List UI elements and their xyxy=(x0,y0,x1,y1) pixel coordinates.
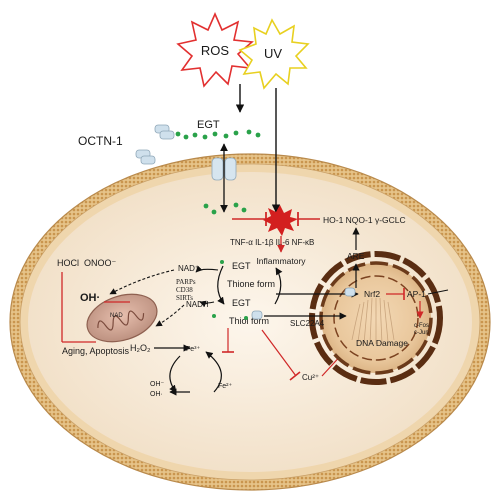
enzyme-sirts: SIRTs xyxy=(176,294,193,302)
onoo-label: ONOO⁻ xyxy=(84,258,117,268)
octn1-label: OCTN-1 xyxy=(78,134,123,148)
mito-cristae xyxy=(97,310,145,331)
egt-label: EGT xyxy=(197,119,220,131)
nuclear-envelope-outer xyxy=(309,251,443,385)
egt-form-dots xyxy=(212,260,248,320)
thione-egt-label: EGT xyxy=(232,261,251,271)
slc22a4-transporter-icon xyxy=(251,287,356,320)
cjun-label: c-Jun xyxy=(414,330,429,336)
ros-burst-icon xyxy=(176,12,254,88)
are-label: ARE xyxy=(347,251,365,261)
hocl-label: HOCl xyxy=(57,258,79,268)
nucleus xyxy=(309,251,443,385)
dna-damage-label: DNA Damage xyxy=(356,338,408,348)
fe-cycle-right xyxy=(205,351,222,393)
oh-minus-label: OH⁻ xyxy=(150,381,165,388)
nad-plus-label: NAD⁺ xyxy=(178,264,199,273)
thiol-form-label: Thiol form xyxy=(229,316,269,326)
thione-thiol-cycle xyxy=(217,265,225,305)
thiol-egt-label: EGT xyxy=(232,298,251,308)
ros-label: ROS xyxy=(201,43,230,58)
ap1-label: AP-1 xyxy=(407,289,426,299)
enzyme-parps: PARPs xyxy=(176,278,196,286)
nadh-to-mito-dashed xyxy=(155,304,185,327)
ros-stimulus: ROS xyxy=(176,12,254,88)
inflammatory-label: Inflammatory xyxy=(256,256,306,266)
antioxidant-genes: HO-1 NQO-1 γ-GCLC xyxy=(323,215,406,225)
copper-label: Cu²⁺ xyxy=(302,373,319,382)
cytoplasm xyxy=(28,172,472,472)
aging-apoptosis-label: Aging, Apoptosis xyxy=(62,346,130,356)
cytokines-label: TNF-α IL-1β IL-6 NF-κB xyxy=(230,238,314,247)
mito-nad-label: NAD xyxy=(110,313,123,319)
nadh-label: NADH xyxy=(186,300,209,309)
uv-to-ap1-arrow xyxy=(427,289,449,295)
uv-stimulus: UV xyxy=(238,18,310,90)
nad-enzymes: PARPs CD38 SIRTs xyxy=(176,278,196,302)
nad-cycle-curve xyxy=(195,265,219,273)
oxidative-stress-burst-icon xyxy=(263,205,298,236)
h2o2-label: H₂O₂ xyxy=(130,343,151,353)
cfos-label: c-Fos xyxy=(414,323,429,329)
copper-inhibit-bar xyxy=(289,371,301,381)
slc22a4-label: SLC22A4 xyxy=(290,319,325,328)
nrf2-label: Nrf2 xyxy=(364,289,380,299)
uv-burst-icon xyxy=(238,18,310,90)
cell xyxy=(9,153,491,491)
mitochondrion xyxy=(86,293,158,343)
egt-dots-inside xyxy=(203,202,247,215)
egt-dots-outside xyxy=(175,129,261,140)
fe2-label: Fe²⁺ xyxy=(218,383,233,390)
enzyme-cd38: CD38 xyxy=(176,286,193,294)
octn1-free-icon xyxy=(135,124,175,165)
fe3-label: Fe³⁺ xyxy=(186,346,201,353)
nadh-cycle-curve xyxy=(199,300,215,308)
dna-strands-icon xyxy=(351,297,395,345)
thiol-thione-cycle xyxy=(274,267,283,305)
oh-radical-label: OH· xyxy=(80,292,100,304)
thione-form-label: Thione form xyxy=(227,279,275,289)
nad-to-mito-dashed xyxy=(109,269,175,295)
uv-label: UV xyxy=(264,46,282,61)
oh-radical-fenton-label: OH· xyxy=(150,391,163,398)
thiol-to-copper-inhibit xyxy=(261,329,297,377)
